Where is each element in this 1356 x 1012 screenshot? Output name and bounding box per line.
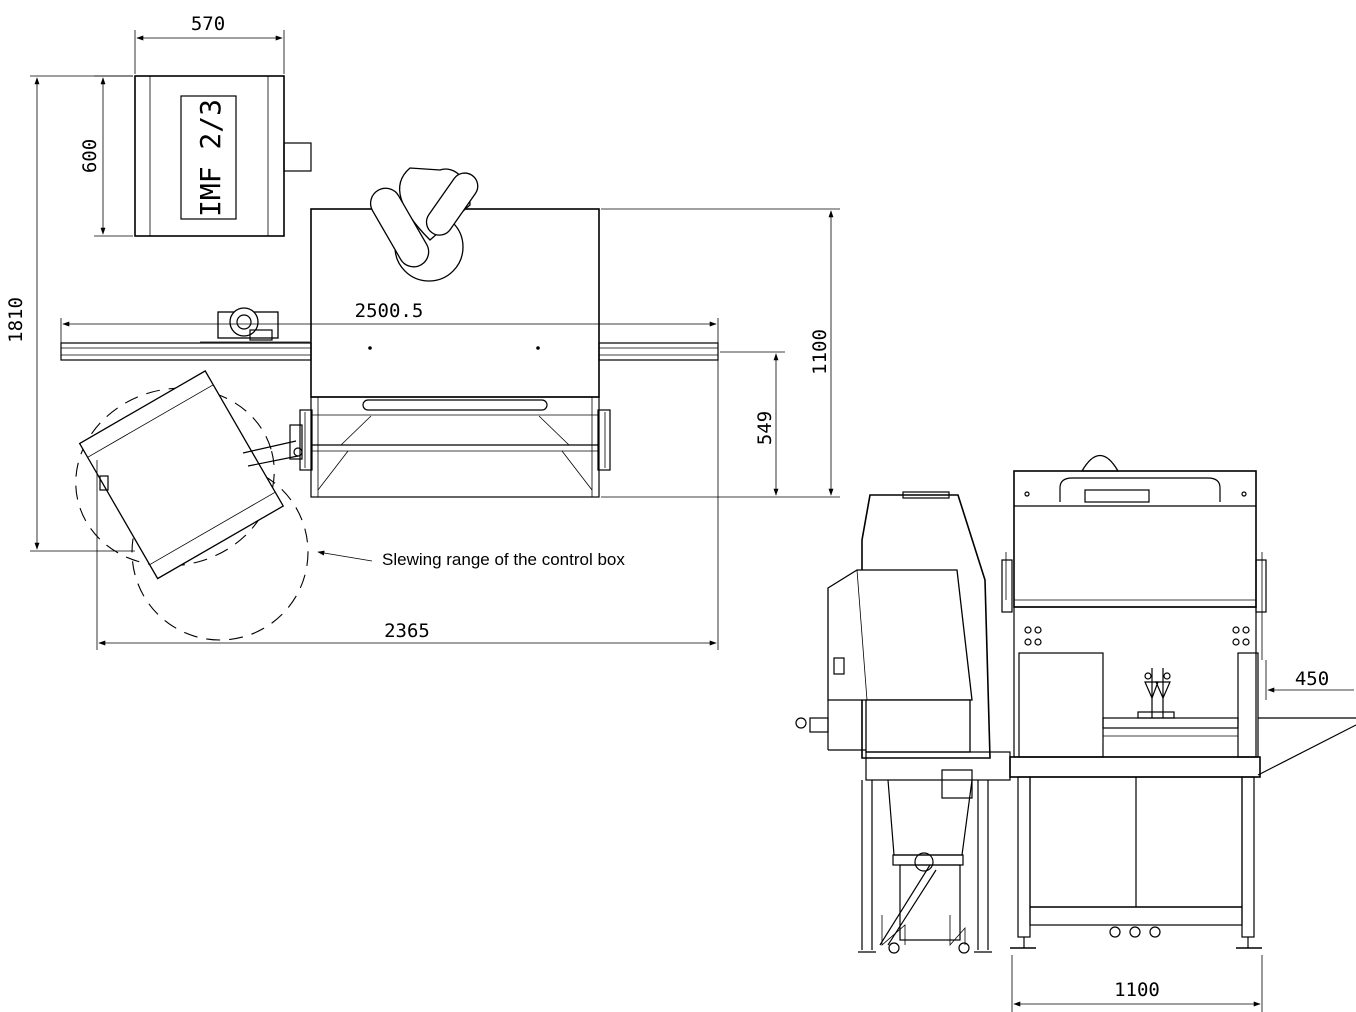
dim-2500-label: 2500.5 (355, 300, 424, 322)
dim-1100-width-label: 1100 (1114, 979, 1160, 1001)
dim-machine-depth: 1100 (601, 208, 840, 498)
dim-controlbox-width: 570 (134, 13, 285, 74)
panel-label: IMF 2/3 (194, 99, 227, 217)
dim-rail-length: 2500.5 (60, 300, 719, 343)
slewing-note-label: Slewing range of the control box (382, 550, 625, 569)
side-extension: 450 (1257, 660, 1356, 776)
nozzles (1137, 668, 1175, 719)
control-box-front (795, 491, 991, 759)
dim-total-width: 2365 (96, 360, 719, 650)
dim-1100-depth-label: 1100 (809, 329, 831, 375)
dim-450-label: 450 (1295, 668, 1329, 690)
dim-controlbox-depth: 600 (79, 75, 133, 237)
slewing-note: Slewing range of the control box (317, 550, 625, 569)
dim-600-label: 600 (79, 139, 101, 173)
control-box-swung (75, 370, 309, 641)
dim-570-label: 570 (191, 13, 225, 35)
dim-549-label: 549 (754, 411, 776, 445)
dim-total-depth: 1810 (5, 75, 135, 552)
hopper-plan (369, 167, 479, 282)
dim-front-offset: 549 (720, 351, 785, 496)
dim-front-width: 1100 (1011, 955, 1263, 1012)
machine-frame-front (1001, 454, 1267, 949)
control-box-plan: IMF 2/3 (134, 75, 312, 237)
dim-1810-label: 1810 (5, 297, 27, 343)
dim-2365-label: 2365 (384, 620, 430, 642)
plan-view: IMF 2/3 570 600 1810 (5, 13, 840, 650)
front-view: 450 1100 (795, 454, 1356, 1012)
support-stand (858, 751, 1011, 954)
